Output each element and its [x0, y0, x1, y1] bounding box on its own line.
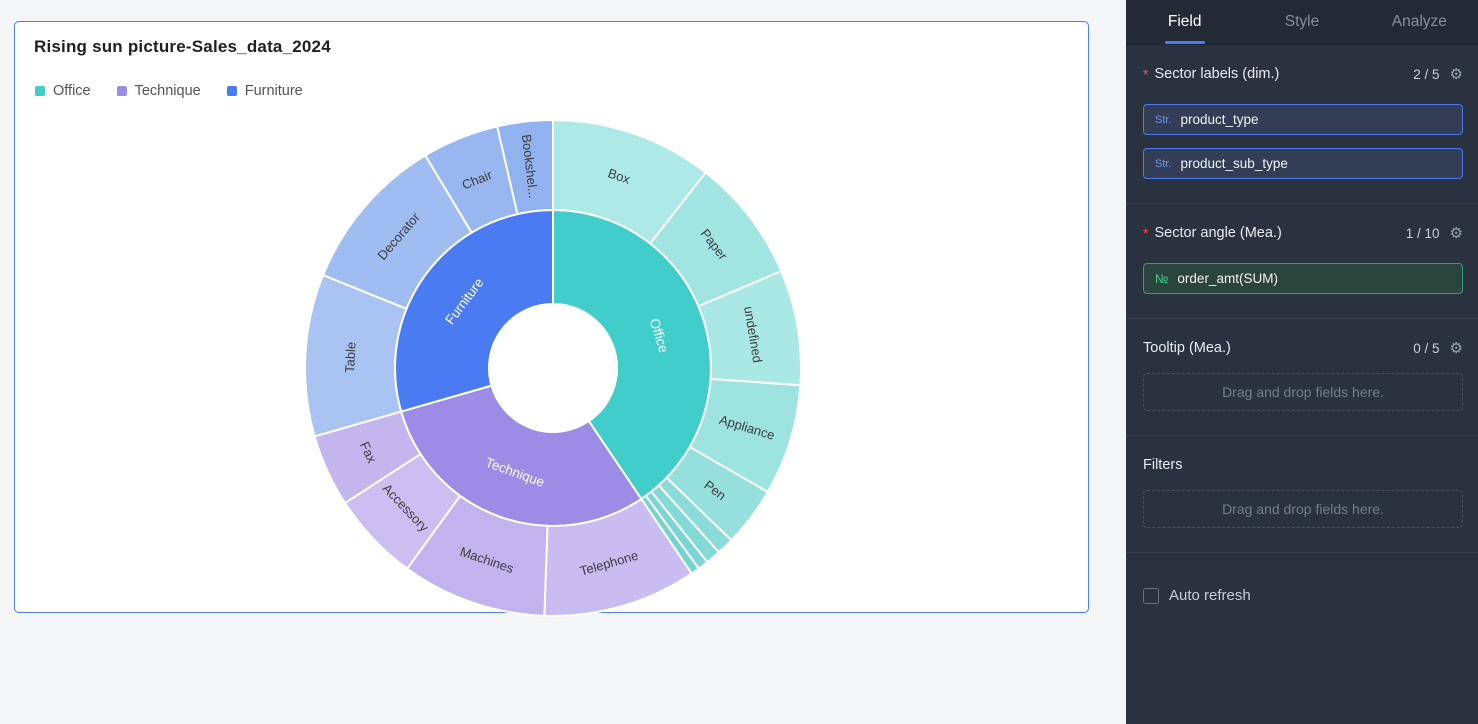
field-name: order_amt(SUM)	[1177, 271, 1278, 286]
legend-label: Office	[53, 83, 91, 99]
section-title: Sector labels (dim.)	[1154, 66, 1280, 82]
legend-swatch	[226, 86, 237, 96]
filters-dropzone[interactable]: Drag and drop fields here.	[1143, 490, 1463, 528]
legend-label: Technique	[134, 83, 201, 99]
dropzone-placeholder: Drag and drop fields here.	[1222, 384, 1384, 400]
section-title: Tooltip (Mea.)	[1143, 340, 1231, 356]
field-pill-product-sub-type[interactable]: Str. product_sub_type	[1143, 148, 1463, 179]
section-sector-labels-header: * Sector labels (dim.) 2 / 5 ⚙	[1143, 57, 1463, 91]
field-count: 1 / 10	[1405, 225, 1440, 241]
tooltip-dropzone[interactable]: Drag and drop fields here.	[1143, 373, 1463, 411]
section-divider	[1126, 435, 1478, 436]
string-type-icon: Str.	[1155, 157, 1172, 170]
section-filters-header: Filters	[1143, 448, 1463, 482]
required-asterisk: *	[1143, 225, 1149, 241]
legend: Office Technique Furniture	[35, 83, 303, 99]
required-asterisk: *	[1143, 66, 1149, 82]
sunburst-label: Table	[342, 341, 359, 373]
section-tooltip-header: Tooltip (Mea.) 0 / 5 ⚙	[1143, 331, 1463, 365]
legend-swatch	[116, 86, 127, 96]
field-name: product_sub_type	[1180, 156, 1288, 171]
field-pill-order-amt[interactable]: № order_amt(SUM)	[1143, 263, 1463, 294]
tab-analyze[interactable]: Analyze	[1361, 0, 1478, 44]
gear-icon[interactable]: ⚙	[1449, 339, 1463, 357]
field-name: product_type	[1180, 112, 1259, 127]
panel-tabbar: Field Style Analyze	[1126, 0, 1478, 45]
gear-icon[interactable]: ⚙	[1449, 224, 1463, 242]
tab-analyze-label: Analyze	[1391, 13, 1447, 30]
tab-style-label: Style	[1284, 13, 1320, 30]
legend-item[interactable]: Technique	[116, 83, 201, 99]
section-divider	[1126, 203, 1478, 204]
legend-item[interactable]: Furniture	[226, 83, 303, 99]
field-pill-product-type[interactable]: Str. product_type	[1143, 104, 1463, 135]
auto-refresh-label: Auto refresh	[1169, 587, 1251, 604]
gear-icon[interactable]: ⚙	[1449, 65, 1463, 83]
section-divider	[1126, 552, 1478, 553]
auto-refresh-row: Auto refresh	[1143, 587, 1463, 604]
field-count: 2 / 5	[1413, 66, 1440, 82]
tab-style[interactable]: Style	[1243, 0, 1360, 44]
legend-swatch	[35, 86, 45, 96]
section-title: Sector angle (Mea.)	[1154, 225, 1282, 241]
legend-label: Furniture	[244, 83, 303, 99]
auto-refresh-checkbox[interactable]	[1143, 587, 1159, 604]
tab-field[interactable]: Field	[1126, 0, 1243, 44]
panel-content: * Sector labels (dim.) 2 / 5 ⚙ Str. prod…	[1126, 57, 1478, 604]
field-count: 0 / 5	[1413, 340, 1440, 356]
section-divider	[1126, 318, 1478, 319]
config-panel: Field Style Analyze * Sector labels (dim…	[1126, 0, 1478, 724]
dropzone-placeholder: Drag and drop fields here.	[1222, 501, 1384, 517]
section-title: Filters	[1143, 457, 1183, 473]
sunburst-chart: OfficeBoxPaperundefinedAppliancePenTechn…	[304, 119, 802, 617]
sunburst-label: Bookshel...	[519, 133, 541, 199]
legend-item[interactable]: Office	[35, 83, 91, 99]
sunburst-label: Box	[606, 165, 633, 187]
chart-title: Rising sun picture-Sales_data_2024	[34, 37, 331, 56]
section-sector-angle-header: * Sector angle (Mea.) 1 / 10 ⚙	[1143, 216, 1463, 250]
sunburst-segment-bookshel-[interactable]	[496, 119, 554, 216]
string-type-icon: Str.	[1155, 113, 1172, 126]
active-tab-indicator	[1164, 41, 1205, 44]
tab-field-label: Field	[1167, 13, 1202, 30]
chart-card[interactable]: Rising sun picture-Sales_data_2024 Offic…	[14, 21, 1089, 617]
numeric-type-icon: №	[1155, 271, 1169, 286]
